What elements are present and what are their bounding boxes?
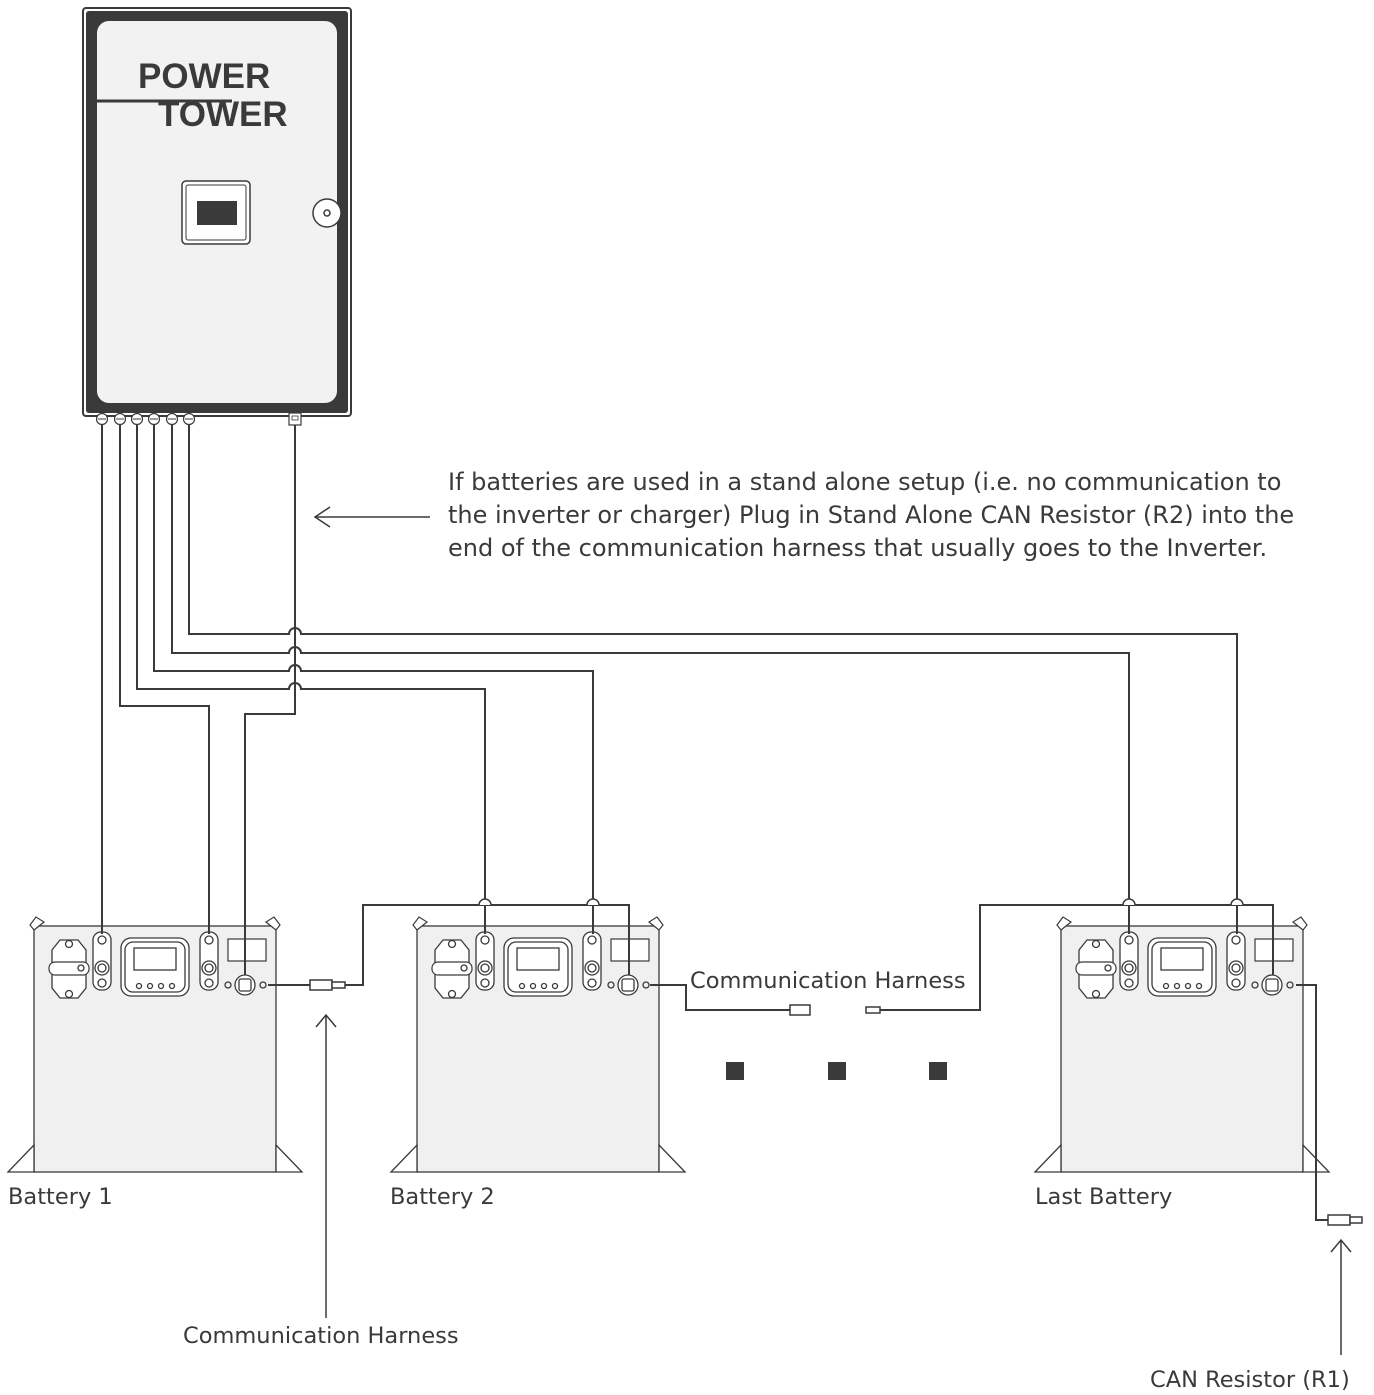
terminal-post-right: [582, 931, 602, 991]
handle-right: [647, 916, 664, 931]
comm-port: [1251, 974, 1294, 996]
battery-display: [1147, 937, 1217, 997]
wire-harness-2-next: [650, 984, 790, 1011]
harness-label-bottom: Communication Harness: [183, 1323, 459, 1349]
standalone-note: If batteries are used in a stand alone s…: [448, 468, 1294, 562]
wire-tower-battery-1-b: [119, 424, 210, 934]
wire-crossings: [478, 898, 1244, 906]
foot-left: [1033, 1143, 1062, 1173]
wire-harness-1-2: [268, 904, 630, 986]
handle-right: [264, 916, 281, 931]
handle-left: [1056, 916, 1073, 931]
last-battery: [1033, 916, 1331, 1173]
terminal-post-right: [1226, 931, 1246, 991]
tower-title-line1: POWER: [138, 57, 270, 96]
note-line-3: end of the communication harness that us…: [448, 534, 1267, 562]
can-resistor-arrow: [1330, 1238, 1352, 1355]
harness-label-middle: Communication Harness: [690, 968, 966, 994]
breaker-icon: [48, 939, 90, 999]
terminal-post-left: [475, 931, 495, 991]
more-batteries-ellipsis: [726, 1062, 947, 1080]
foot-left: [389, 1143, 418, 1173]
battery-1-label: Battery 1: [8, 1184, 113, 1210]
battery-display: [120, 937, 190, 997]
battery-2-label: Battery 2: [390, 1184, 495, 1210]
harness-arrow: [315, 1013, 337, 1318]
wire-tower-communication: [244, 425, 296, 975]
note-line-1: If batteries are used in a stand alone s…: [448, 468, 1281, 496]
terminal-post-left: [1119, 931, 1139, 991]
handle-left: [29, 916, 46, 931]
harness-plug-1: [309, 979, 346, 991]
note-arrow: [313, 506, 430, 528]
wire-can-resistor: [1296, 984, 1328, 1221]
handle-right: [1291, 916, 1308, 931]
tower-display: [181, 180, 251, 245]
note-line-2: the inverter or charger) Plug in Stand A…: [448, 501, 1294, 529]
terminal-post-right: [199, 931, 219, 991]
harness-plug-2: [789, 1004, 811, 1016]
terminal-post-left: [92, 931, 112, 991]
breaker-icon: [1075, 939, 1117, 999]
harness-plug-3: [865, 1006, 881, 1014]
battery-label-window: [227, 938, 267, 962]
battery-1: [6, 916, 304, 1173]
foot-right: [658, 1143, 687, 1173]
lock-icon: [312, 198, 342, 228]
breaker-icon: [431, 939, 473, 999]
battery-display: [503, 937, 573, 997]
last-battery-label: Last Battery: [1035, 1184, 1172, 1210]
power-tower: POWER TOWER: [82, 7, 352, 426]
wires: [101, 424, 1328, 1221]
can-resistor-label: CAN Resistor (R1): [1150, 1367, 1350, 1393]
wire-harness-into-last: [880, 904, 1274, 1011]
foot-left: [6, 1143, 35, 1173]
foot-right: [275, 1143, 304, 1173]
battery-2: [389, 916, 687, 1173]
handle-left: [412, 916, 429, 931]
can-resistor-plug: [1327, 1214, 1363, 1226]
